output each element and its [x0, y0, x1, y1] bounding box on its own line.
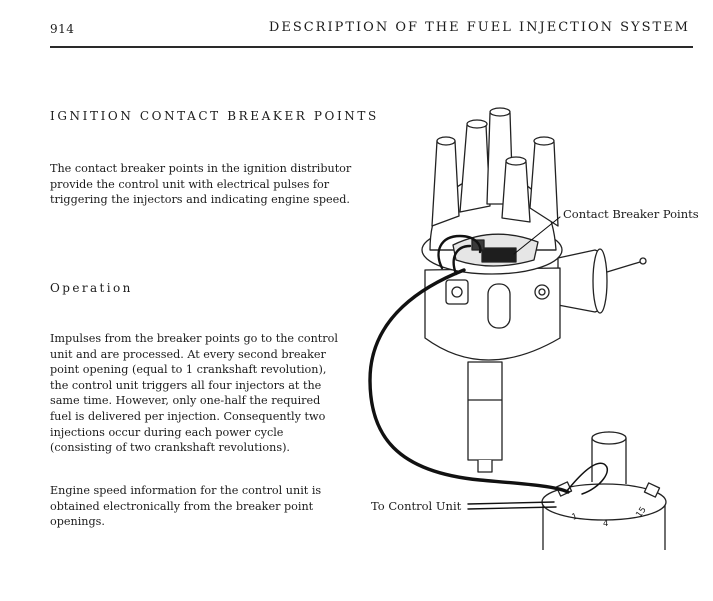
control-unit-callout: To Control Unit	[371, 499, 462, 513]
terminal-label: 4	[603, 519, 608, 529]
speed-line: Engine speed information for the control…	[50, 484, 322, 497]
intro-paragraph: The contact breaker points in the igniti…	[50, 161, 351, 208]
header-rule	[50, 46, 693, 48]
page-number: 914	[50, 22, 75, 36]
distributor-illustration: Contact Breaker Points To Control Unit 1…	[368, 107, 699, 550]
control-unit-wire	[467, 501, 555, 505]
cap-tower	[431, 136, 460, 227]
intro-line: The contact breaker points in the igniti…	[50, 162, 352, 175]
operation-line: injections occur during each power cycle	[50, 425, 284, 439]
intro-line: provide the control unit with electrical…	[50, 177, 330, 191]
breaker-lead-wire	[368, 268, 570, 494]
breaker-points-callout: Contact Breaker Points	[563, 207, 699, 221]
operation-line: Impulses from the breaker points go to t…	[50, 332, 338, 345]
section-heading: IGNITION CONTACT BREAKER POINTS	[50, 109, 379, 123]
shaft-tip	[477, 460, 493, 473]
operation-paragraph: Impulses from the breaker points go to t…	[50, 331, 338, 456]
operation-line: fuel is delivered per injection. Consequ…	[50, 409, 326, 423]
coil-lead-loop	[565, 462, 609, 495]
distributor-shaft	[467, 361, 503, 461]
clamp-screw	[451, 286, 463, 298]
breaker-callout-line	[513, 216, 561, 255]
operation-line: same time. However, only one-half the re…	[50, 394, 321, 408]
distributor-figure: Contact Breaker Points To Control Unit 1…	[360, 100, 713, 570]
vacuum-rod	[606, 261, 641, 273]
breaker-points	[481, 247, 517, 263]
coil-body	[542, 502, 666, 550]
cap-tower	[459, 120, 491, 213]
speed-line: obtained electronically from the breaker…	[50, 499, 314, 513]
cap-tower	[501, 157, 531, 223]
speed-paragraph: Engine speed information for the control…	[50, 483, 321, 530]
coil-terminal-15	[643, 482, 661, 498]
operation-line: point opening (equal to 1 crankshaft rev…	[50, 363, 327, 377]
vacuum-diaphragm	[592, 248, 608, 314]
vacuum-nipple	[639, 257, 647, 265]
intro-line: triggering the injectors and indicating …	[50, 193, 350, 207]
condenser	[487, 283, 511, 329]
operation-subheading: Operation	[50, 281, 133, 295]
operation-line: unit and are processed. At every second …	[50, 347, 326, 361]
running-head: DESCRIPTION OF THE FUEL INJECTION SYSTEM	[268, 20, 690, 35]
terminal-label: 1	[571, 512, 580, 523]
operation-line: (consisting of two crankshaft revolution…	[50, 441, 290, 455]
operation-line: the control unit triggers all four injec…	[50, 378, 322, 392]
speed-line: openings.	[50, 515, 105, 529]
